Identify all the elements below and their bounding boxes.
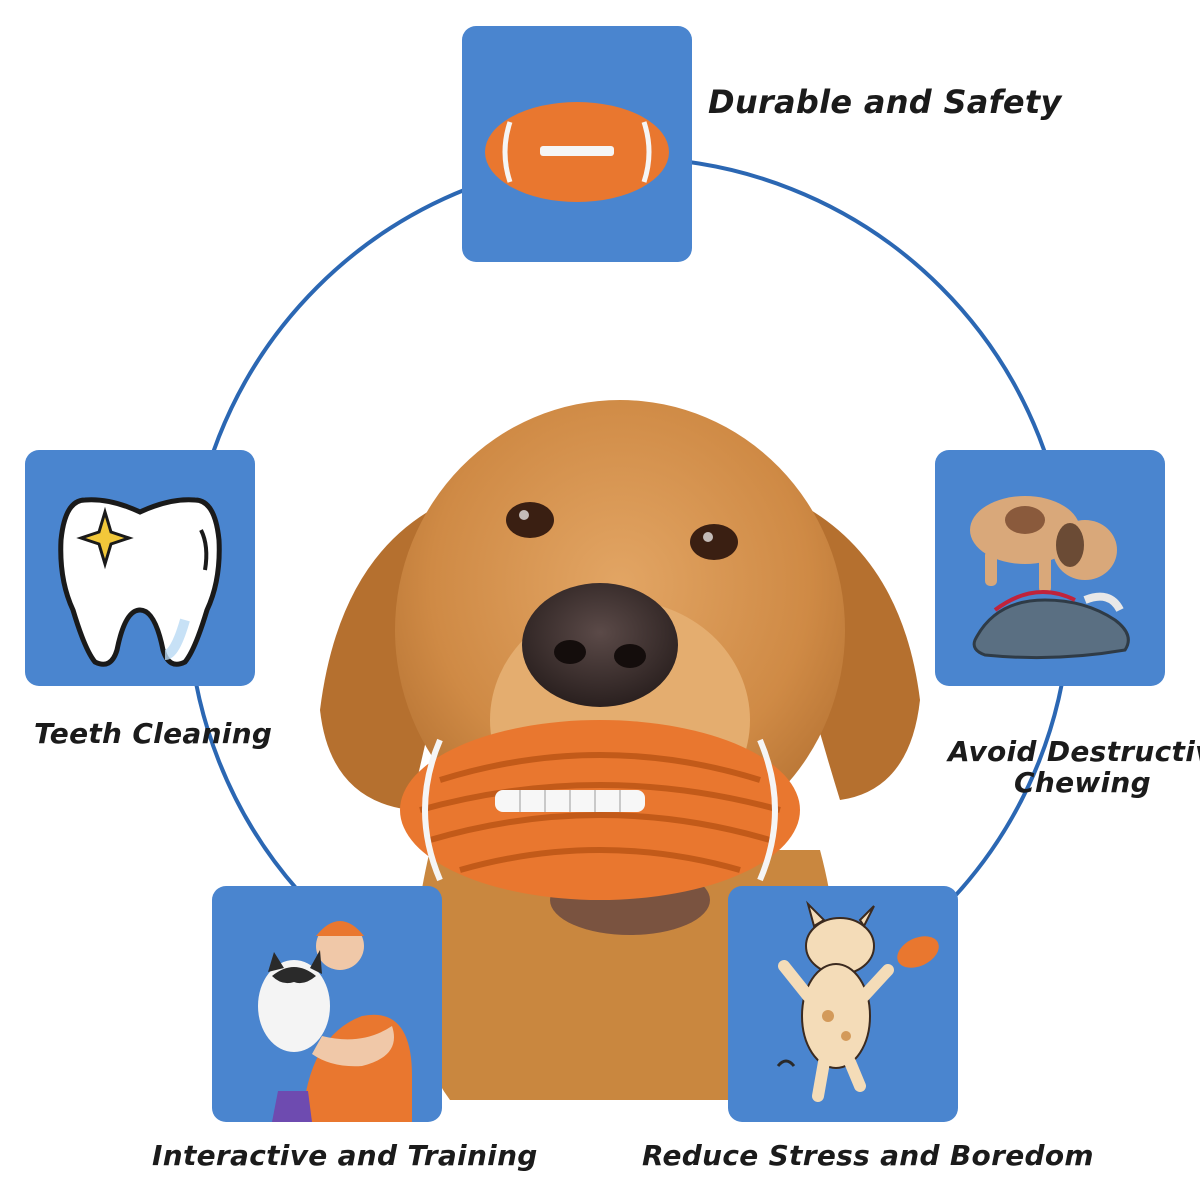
football-icon bbox=[485, 102, 669, 202]
interactive-training-label: Interactive and Training bbox=[152, 1139, 538, 1172]
tooth-icon bbox=[58, 497, 222, 667]
dancing-dog-icon bbox=[776, 900, 939, 1102]
puppy-chewing-shoe-icon bbox=[970, 496, 1130, 660]
reduce-stress-label: Reduce Stress and Boredom bbox=[642, 1139, 1094, 1172]
durable-safety-tile bbox=[462, 26, 692, 262]
reduce-stress-tile bbox=[728, 886, 958, 1122]
avoid-chewing-label-line1: Avoid Destructive bbox=[948, 735, 1200, 768]
teeth-cleaning-tile bbox=[25, 450, 255, 686]
interactive-training-tile bbox=[212, 886, 442, 1122]
avoid-chewing-tile bbox=[935, 450, 1165, 686]
durable-safety-label: Durable and Safety bbox=[708, 83, 1062, 121]
teeth-cleaning-label: Teeth Cleaning bbox=[34, 717, 273, 750]
avoid-chewing-label-line2: Chewing bbox=[1014, 766, 1152, 799]
person-hugging-cat-icon bbox=[258, 921, 412, 1122]
